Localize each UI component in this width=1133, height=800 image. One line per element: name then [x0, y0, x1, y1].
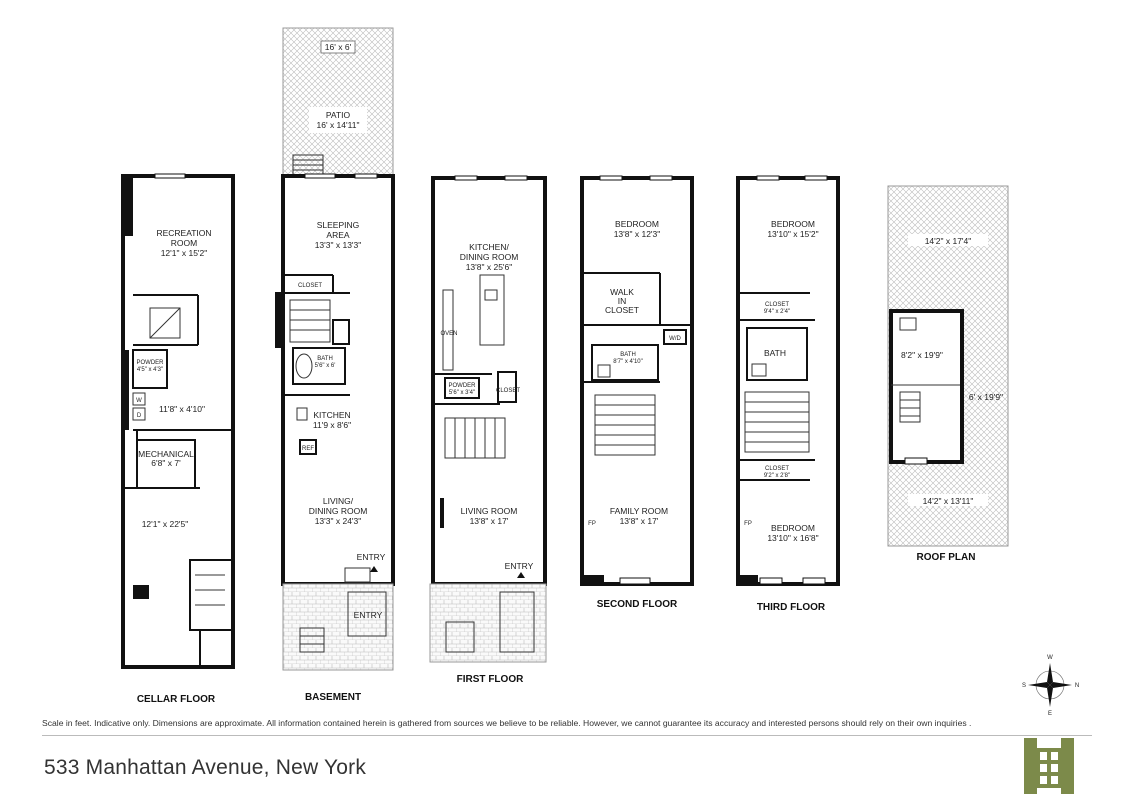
cellar-washer-label: W — [136, 398, 142, 404]
floor-plan-diagram: RECREATION ROOM 12'1" x 15'2" POWDER 4'5… — [121, 27, 1079, 715]
second-bedroom-dim: 13'8" x 12'3" — [614, 229, 661, 239]
basement-closet-label: CLOSET — [298, 283, 322, 289]
basement-sleeping-dim: 13'3" x 13'3" — [315, 240, 362, 250]
basement-bath-dim: 5'6" x 6' — [315, 363, 336, 369]
second-floor-plan: BEDROOM 13'8" x 12'3" WALK IN CLOSET W/D… — [580, 175, 694, 610]
compass-w-label: W — [1047, 655, 1053, 661]
brand-logo-icon — [1024, 738, 1074, 794]
compass-e-label: E — [1048, 711, 1052, 715]
third-floor-plan: BEDROOM 13'10" x 15'2" CLOSET 9'4" x 2'4… — [736, 175, 840, 613]
cellar-rec-room-label: RECREATION — [156, 228, 211, 238]
cellar-laundry-dim: 11'8" x 4'10" — [159, 404, 205, 414]
disclaimer-text: Scale in feet. Indicative only. Dimensio… — [42, 718, 972, 728]
second-family-label: FAMILY ROOM — [610, 506, 668, 516]
first-floor-title: FIRST FLOOR — [457, 674, 524, 685]
first-floor-plan: KITCHEN/ DINING ROOM 13'8" x 25'6" OVEN … — [429, 175, 547, 685]
first-entry-label: ENTRY — [505, 561, 534, 571]
first-kitchen-label: KITCHEN/ — [469, 242, 509, 252]
first-powder-label: POWDER — [449, 383, 477, 389]
compass-n-label: N — [1075, 683, 1079, 689]
third-floor-title: THIRD FLOOR — [757, 602, 826, 613]
third-bedroom1-dim: 13'10" x 15'2" — [767, 229, 818, 239]
second-family-dim: 13'8" x 17' — [620, 516, 659, 526]
roof-deck-bottom-dim: 14'2" x 13'11" — [923, 496, 974, 506]
third-closet2-dim: 9'2" x 2'8" — [764, 473, 790, 479]
footer-divider — [42, 735, 1092, 736]
first-closet-label: CLOSET — [496, 388, 520, 394]
cellar-floor-title: CELLAR FLOOR — [137, 694, 216, 705]
first-powder-dim: 5'6" x 3'4" — [449, 390, 475, 396]
cellar-powder-label: POWDER — [137, 360, 165, 366]
second-walkin-label-2: IN — [618, 296, 627, 306]
basement-entry-label: ENTRY — [357, 552, 386, 562]
compass-s-label: S — [1022, 683, 1026, 689]
property-address: 533 Manhattan Avenue, New York — [44, 756, 367, 779]
basement-lower-entry-label: ENTRY — [354, 610, 383, 620]
basement-living-label-2: DINING ROOM — [309, 506, 368, 516]
second-wd-label: W/D — [669, 336, 681, 342]
second-bedroom-label: BEDROOM — [615, 219, 659, 229]
cellar-dryer-label: D — [137, 413, 142, 419]
cellar-rec-room-label-2: ROOM — [171, 238, 197, 248]
second-fp-label: FP — [588, 521, 596, 527]
basement-title: BASEMENT — [305, 692, 361, 703]
second-floor-title: SECOND FLOOR — [597, 599, 678, 610]
basement-bath-label: BATH — [317, 356, 333, 362]
basement-kitchen-label: KITCHEN — [313, 410, 350, 420]
third-bath-label: BATH — [764, 348, 786, 358]
cellar-room-dim: 12'1" x 22'5" — [142, 519, 189, 529]
third-bedroom1-label: BEDROOM — [771, 219, 815, 229]
third-bedroom2-label: BEDROOM — [771, 523, 815, 533]
first-kitchen-label-2: DINING ROOM — [460, 252, 519, 262]
second-bath-label: BATH — [620, 352, 636, 358]
second-bath-dim: 8'7" x 4'10" — [613, 359, 643, 365]
first-living-dim: 13'8" x 17' — [470, 516, 509, 526]
first-living-label: LIVING ROOM — [461, 506, 518, 516]
cellar-powder-dim: 4'5" x 4'3" — [137, 367, 163, 373]
second-walkin-label: WALK — [610, 287, 634, 297]
cellar-mechanical-label: MECHANICAL — [138, 449, 194, 459]
basement-patio-label: PATIO — [326, 110, 351, 120]
basement-living-label: LIVING/ — [323, 496, 354, 506]
roof-bulkhead-dim: 8'2" x 19'9" — [901, 350, 943, 360]
basement-living-dim: 13'3" x 24'3" — [315, 516, 362, 526]
third-closet1-dim: 9'4" x 2'4" — [764, 309, 790, 315]
roof-plan: 14'2" x 17'4" 8'2" x 19'9" 6' x 19'9" 14… — [887, 185, 1009, 563]
second-walkin-label-3: CLOSET — [605, 305, 639, 315]
third-fp-label: FP — [744, 521, 752, 527]
cellar-mechanical-dim: 6'8" x 7' — [151, 458, 181, 468]
basement-patio-dim: 16' x 14'11" — [317, 120, 360, 130]
third-bedroom2-dim: 13'10" x 16'8" — [767, 533, 818, 543]
basement-kitchen-dim: 11'9 x 8'6" — [313, 420, 351, 430]
third-closet2-label: CLOSET — [765, 466, 789, 472]
basement-ref-label: REF — [302, 446, 314, 452]
third-closet1-label: CLOSET — [765, 302, 789, 308]
basement-sleeping-label-2: AREA — [326, 230, 349, 240]
basement-patio-top-dim: 16' x 6' — [325, 42, 352, 52]
first-oven-label: OVEN — [440, 331, 457, 337]
cellar-floor-plan: RECREATION ROOM 12'1" x 15'2" POWDER 4'5… — [121, 173, 235, 705]
basement-floor-plan: 16' x 6' PATIO 16' x 14'11" CLOSET SLEEP… — [275, 27, 395, 703]
first-kitchen-dim: 13'8" x 25'6" — [466, 262, 513, 272]
compass-rose-icon: W E S N — [1022, 655, 1079, 715]
cellar-rec-room-dim: 12'1" x 15'2" — [161, 248, 208, 258]
basement-sleeping-label: SLEEPING — [317, 220, 360, 230]
roof-deck-top-dim: 14'2" x 17'4" — [925, 236, 972, 246]
roof-side-dim: 6' x 19'9" — [969, 392, 1003, 402]
roof-plan-title: ROOF PLAN — [917, 552, 976, 563]
